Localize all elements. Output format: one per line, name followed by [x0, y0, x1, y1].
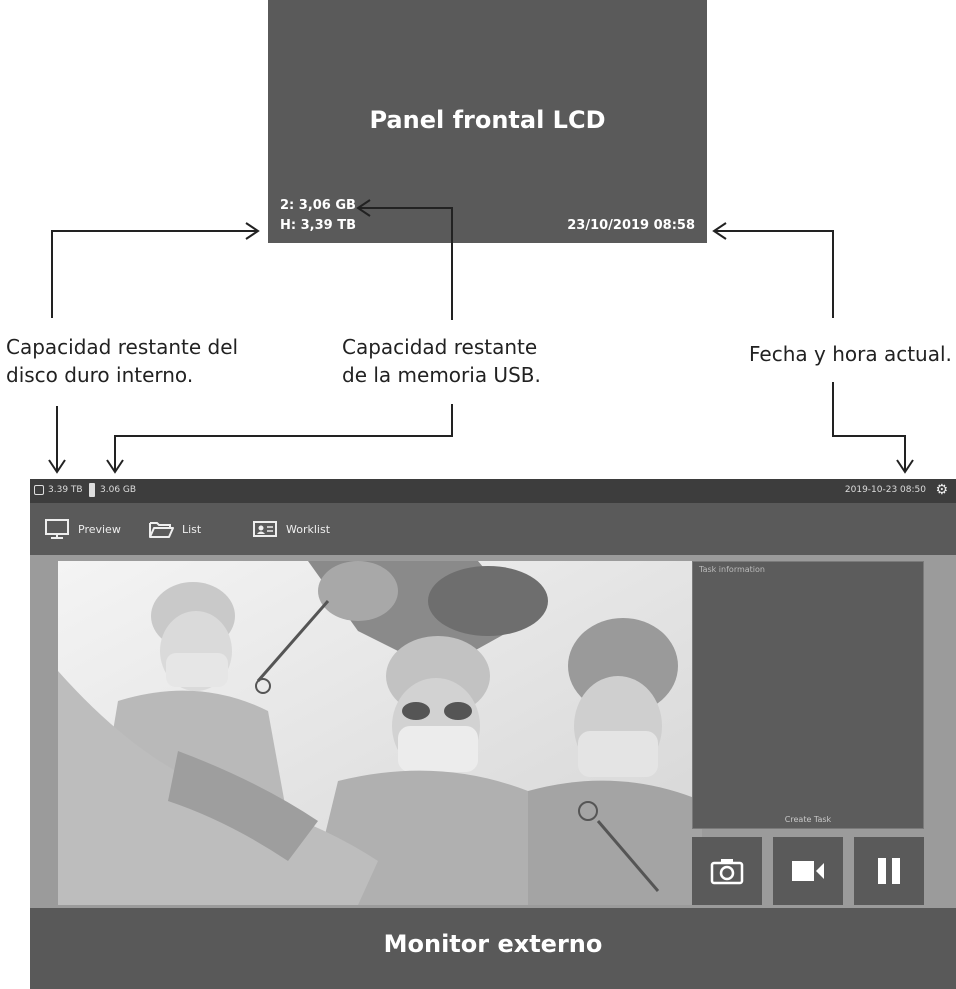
- tab-list[interactable]: List: [148, 517, 201, 541]
- lcd-hdd-capacity: H: 3,39 TB: [280, 218, 356, 233]
- lcd-title: Panel frontal LCD: [369, 106, 606, 134]
- arrow-usb-to-lcd: [358, 207, 453, 320]
- hdd-icon: [34, 485, 44, 495]
- arrowhead-hdd-lcd: [245, 222, 260, 240]
- capture-photo-button[interactable]: [692, 837, 762, 905]
- record-video-button[interactable]: [773, 837, 843, 905]
- callout-datetime: Fecha y hora actual.: [749, 340, 952, 368]
- folder-icon: [149, 522, 174, 538]
- arrow-date-to-lcd: [714, 230, 834, 318]
- pause-button[interactable]: [854, 837, 924, 905]
- tab-preview-label: Preview: [78, 522, 121, 536]
- lcd-usb-capacity: 2: 3,06 GB: [280, 198, 356, 213]
- arrow-date-to-monitor: [832, 382, 906, 472]
- monitor-caption: Monitor externo: [383, 930, 603, 958]
- status-hdd-capacity: 3.39 TB: [48, 485, 83, 495]
- surgery-scene-image: [58, 561, 702, 905]
- arrowhead-date-lcd: [712, 222, 727, 240]
- arrowhead-usb-lcd: [356, 199, 371, 217]
- external-monitor: 3.39 TB 3.06 GB 2019-10-23 08:50 ⚙ Previ…: [30, 479, 956, 989]
- pause-icon: [878, 858, 900, 884]
- callout-date-line1: Fecha y hora actual.: [749, 342, 952, 366]
- tab-list-label: List: [182, 522, 202, 536]
- gear-icon[interactable]: ⚙: [935, 482, 948, 498]
- callout-usb: Capacidad restante de la memoria USB.: [342, 333, 541, 389]
- status-usb-capacity: 3.06 GB: [100, 485, 137, 495]
- status-datetime: 2019-10-23 08:50: [844, 485, 926, 495]
- arrowhead-hdd-monitor: [48, 459, 66, 474]
- arrowhead-usb-monitor: [106, 459, 124, 474]
- callout-usb-line1: Capacidad restante: [342, 335, 538, 359]
- tab-worklist-label: Worklist: [286, 522, 331, 536]
- lcd-front-panel: Panel frontal LCD 2: 3,06 GB H: 3,39 TB …: [268, 0, 707, 243]
- task-panel-title: Task information: [699, 565, 765, 574]
- task-information-panel: Task information Create Task: [692, 561, 924, 829]
- arrowhead-date-monitor: [896, 459, 914, 474]
- monitor-icon: [45, 519, 69, 539]
- status-bar: 3.39 TB 3.06 GB 2019-10-23 08:50 ⚙: [30, 479, 956, 503]
- video-icon: [792, 861, 824, 881]
- lcd-datetime: 23/10/2019 08:58: [567, 218, 695, 233]
- camera-icon: [710, 859, 744, 885]
- callout-hdd-line2: disco duro interno.: [6, 363, 194, 387]
- live-preview-image: [58, 561, 702, 905]
- arrow-hdd-to-lcd: [51, 230, 258, 318]
- callout-hdd-line1: Capacidad restante del: [6, 335, 239, 359]
- tab-preview[interactable]: Preview: [44, 517, 121, 541]
- tab-worklist[interactable]: Worklist: [252, 517, 330, 541]
- callout-usb-line2: de la memoria USB.: [342, 363, 541, 387]
- arrow-usb-to-monitor: [114, 404, 453, 472]
- callout-hdd: Capacidad restante del disco duro intern…: [6, 333, 238, 389]
- usb-icon: [89, 483, 95, 497]
- id-card-icon: [253, 521, 277, 537]
- nav-bar: Preview List Worklist: [30, 503, 956, 555]
- create-task-button[interactable]: Create Task: [784, 815, 832, 824]
- monitor-caption-bar: Monitor externo: [30, 908, 956, 989]
